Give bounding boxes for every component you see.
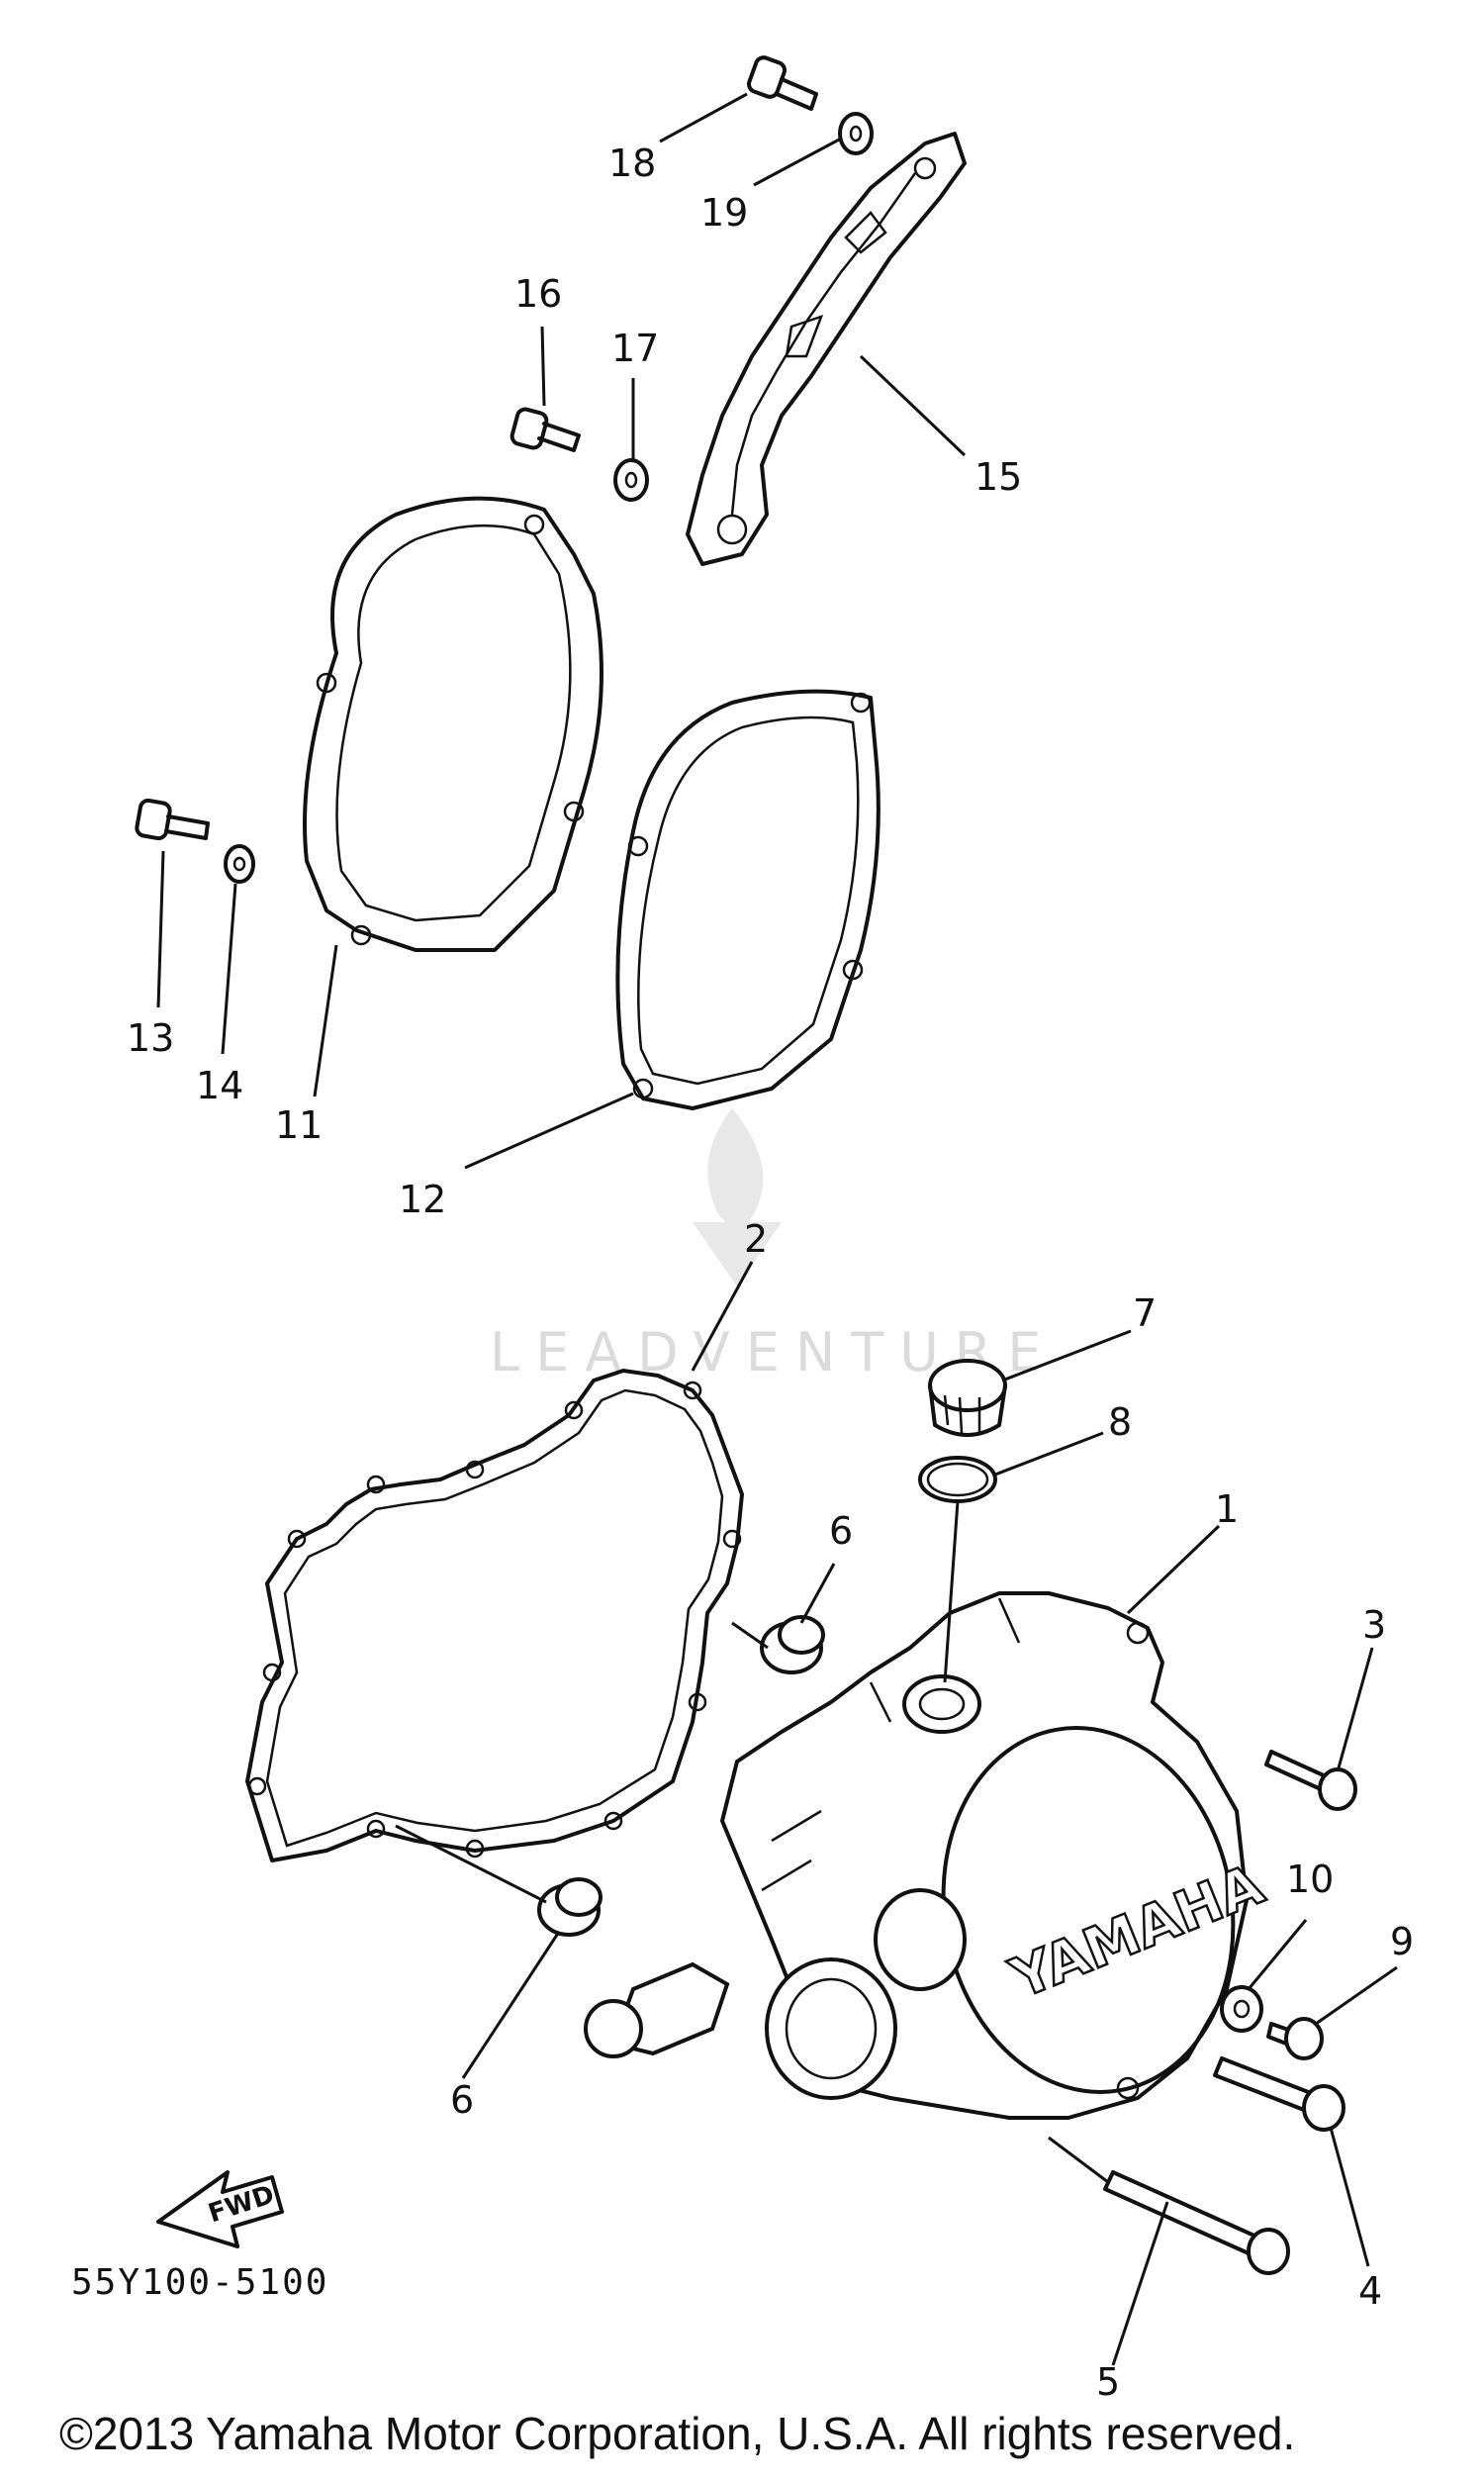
part-17-washer [613,458,649,502]
part-15-bracket [686,132,967,566]
diagram-code: 55Y100-5100 [71,2262,328,2303]
callout-4: 4 [1358,2269,1382,2313]
part-14-washer [224,844,255,884]
callout-10: 10 [1286,1858,1334,1901]
callout-19: 19 [700,191,748,235]
callout-1: 1 [1215,1487,1239,1531]
callout-3: 3 [1362,1603,1386,1647]
part-12-gasket [615,689,881,1110]
callout-6-upper: 6 [829,1509,853,1553]
callout-6-lower: 6 [450,2078,474,2122]
callout-5: 5 [1096,2360,1120,2404]
part-6-dowel-pin-upper [760,1615,825,1674]
copyright-notice: ©2013 Yamaha Motor Corporation, U.S.A. A… [59,2408,1296,2459]
part-9-bolt [1266,2017,1324,2060]
leader-lines [156,92,1398,2366]
callout-11: 11 [275,1103,323,1147]
part-8-o-ring [918,1456,997,1503]
callout-8: 8 [1108,1400,1132,1444]
part-1-crankcase-cover: YAMAHA [584,1591,1274,2120]
callout-9: 9 [1390,1920,1414,1963]
part-4-bolt [1213,2056,1345,2132]
callout-15: 15 [974,455,1022,499]
callout-14: 14 [196,1064,243,1107]
callout-13: 13 [127,1016,174,1060]
part-6-dowel-pin-lower [537,1877,603,1937]
callout-7: 7 [1133,1291,1157,1335]
part-19-washer [838,112,874,155]
part-13-bolt [135,798,210,841]
forward-arrow-icon: FWD [156,2170,284,2248]
watermark: LEADVENTURE [490,1108,1041,1383]
part-10-washer [1220,1985,1263,2033]
callout-17: 17 [611,327,659,370]
callout-16: 16 [514,272,562,316]
callout-2: 2 [744,1217,768,1261]
part-18-bolt [747,55,818,111]
part-16-bolt [510,407,581,452]
callout-18: 18 [608,142,656,185]
callout-12: 12 [399,1178,446,1221]
callout-numbers: 18 19 16 17 15 13 14 11 12 2 7 8 1 6 3 1… [127,142,1414,2404]
part-11-cover [303,496,603,952]
part-2-gasket [245,1369,744,1862]
part-5-bolt [1103,2170,1290,2275]
part-7-filler-cap [928,1359,1007,1437]
